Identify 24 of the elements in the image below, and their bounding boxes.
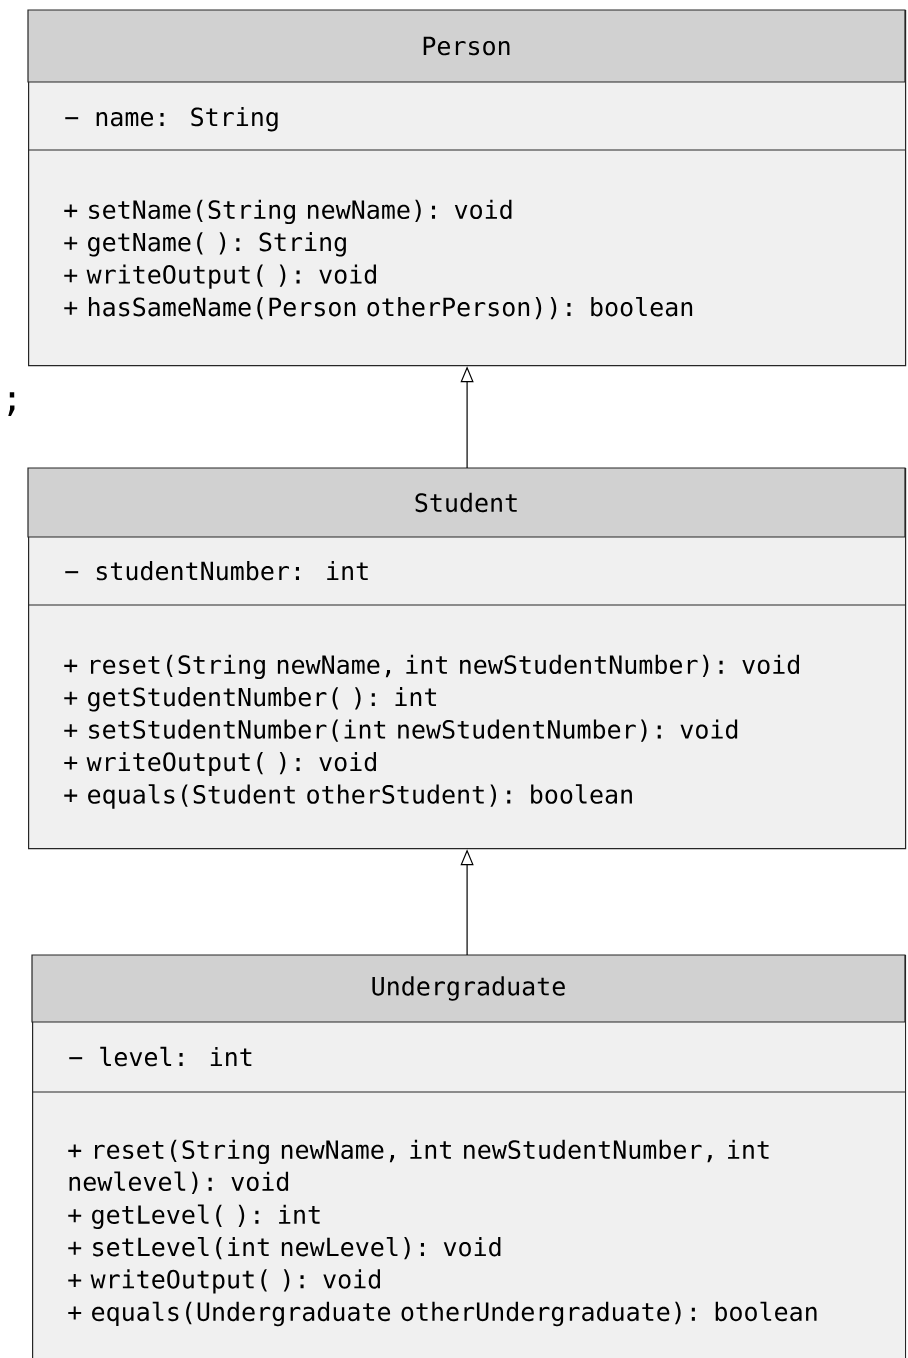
method-text: + writeOutput( ): void [64,751,376,777]
stray-mark: ; [8,392,15,416]
method-text: + getName( ): String [64,232,346,257]
class-box [31,954,907,1358]
attribute-text: − name: String [65,107,278,132]
attribute-text: − level: int [69,1046,252,1067]
method-text: + setStudentNumber(int newStudentNumber): void [64,719,738,742]
class-name: Person [423,36,510,56]
method-text: + writeOutput( ): void [68,1269,380,1294]
class-name: Student [415,492,517,513]
class-name: Undergraduate [372,976,565,1001]
method-text: + setName(String newName): void [64,199,512,225]
method-text: + getLevel( ): int [68,1204,320,1229]
method-text: + reset(String newName, int newStudentNumber, int newlevel): void [68,1139,769,1194]
method-text: + writeOutput( ): void [64,264,376,289]
method-text: + equals(Undergraduate otherUndergraduate): boolean [68,1301,817,1327]
attribute-text: − studentNumber: int [65,561,368,581]
method-text: + getStudentNumber( ): int [64,687,437,712]
method-text: + hasSameName(Person otherPerson)): boolean [64,296,693,320]
class-box [27,9,907,367]
method-text: + setLevel(int newLevel): void [68,1236,501,1260]
class-box [27,467,907,850]
method-text: + equals(Student otherStudent): boolean [64,784,632,809]
method-text: + reset(String newName, int newStudentNumber): void [64,654,799,680]
